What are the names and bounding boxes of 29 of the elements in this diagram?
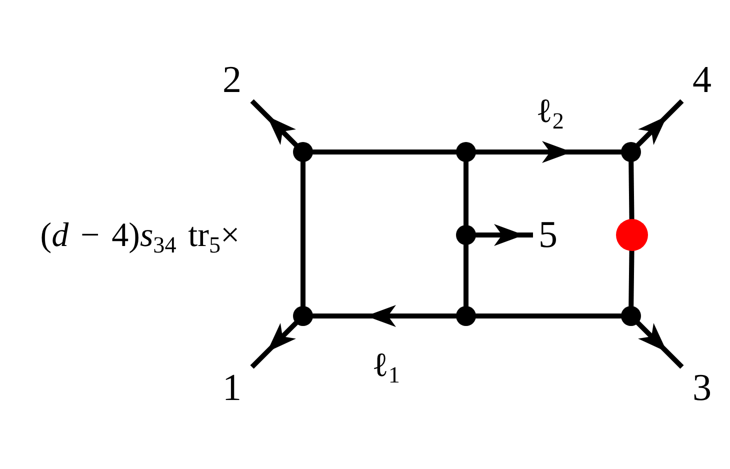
vertex-dot — [456, 225, 476, 245]
vertex-dot — [456, 306, 476, 326]
leg-number: 4 — [692, 61, 712, 99]
leg-number: 3 — [692, 369, 712, 407]
vertex-dot — [293, 142, 313, 162]
arrow — [635, 320, 684, 369]
momentum-label: ℓ$_{2}$ — [536, 95, 564, 129]
vertex-dot — [456, 142, 476, 162]
arrow — [312, 305, 458, 327]
arrow — [474, 224, 533, 246]
connector-line — [474, 314, 622, 318]
connector-line — [300, 160, 306, 308]
connector-line — [628, 160, 634, 221]
connector-line — [312, 150, 458, 154]
leg-number: 2 — [222, 61, 242, 99]
leg-number: 5 — [538, 216, 558, 254]
arrow — [474, 141, 622, 163]
connector-line — [464, 160, 468, 226]
connector-line — [628, 249, 634, 308]
prefactor-formula: (d − 4)s$_{34}$ tr$_{5}$× — [40, 219, 240, 253]
marked-vertex-dot — [616, 219, 648, 251]
vertex-dot — [621, 142, 641, 162]
connector-line — [464, 244, 468, 308]
momentum-label: ℓ$_{1}$ — [372, 349, 400, 383]
leg-number: 1 — [222, 369, 242, 407]
arrow — [250, 320, 299, 369]
arrow — [635, 99, 684, 148]
vertex-dot — [293, 306, 313, 326]
vertex-dot — [621, 306, 641, 326]
